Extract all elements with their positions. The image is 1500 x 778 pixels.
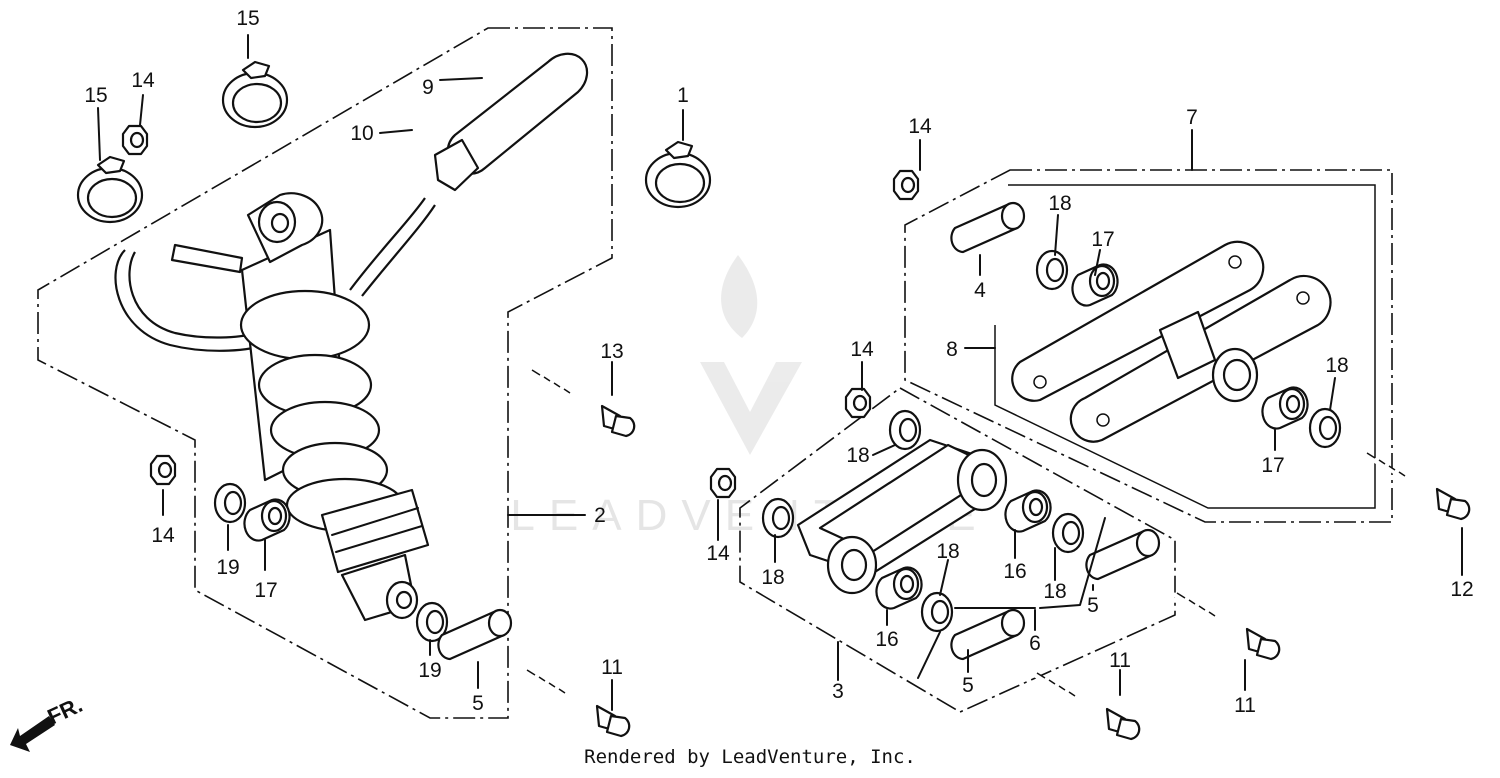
sleeve-link-right <box>1085 528 1161 581</box>
bolt-12 <box>1365 453 1469 519</box>
callout-11-center: 11 <box>1109 649 1131 672</box>
callout-11-right: 11 <box>1234 694 1256 717</box>
callout-14-arm: 14 <box>908 115 932 138</box>
nut-top-left <box>121 124 149 156</box>
callout-14-left: 14 <box>151 524 175 547</box>
shock-group-outline <box>37 27 613 719</box>
link-assembly-outline <box>739 387 1176 713</box>
callout-18-link-top: 18 <box>846 444 869 467</box>
hose-clamp-left <box>76 155 144 224</box>
washer-arm-left <box>1035 249 1069 291</box>
callout-16-right: 16 <box>1003 560 1026 583</box>
callout-17-shock: 17 <box>254 579 277 602</box>
rear-shock-absorber <box>114 52 589 622</box>
washer-link-top <box>888 409 922 451</box>
callout-11-left: 11 <box>601 656 623 679</box>
callout-15-top: 15 <box>236 7 259 30</box>
callout-2: 2 <box>594 504 606 527</box>
callout-13: 13 <box>600 340 623 363</box>
callout-19-lower: 19 <box>418 659 441 682</box>
front-direction-indicator: FR. <box>10 692 86 752</box>
callout-17-arm-upper: 17 <box>1091 228 1114 251</box>
callout-5-link-right: 5 <box>1087 594 1099 617</box>
sleeve-arm <box>950 201 1026 254</box>
nut-arm <box>892 169 920 201</box>
callout-19-upper: 19 <box>216 556 239 579</box>
callout-3: 3 <box>832 680 844 703</box>
washer-link-lower <box>920 591 954 633</box>
callout-18-link-left: 18 <box>761 566 784 589</box>
bushing-link-right <box>1004 489 1052 533</box>
shock-link <box>796 438 1008 595</box>
bushing-shock <box>243 498 291 542</box>
nut-front <box>709 467 737 499</box>
bushing-arm-right <box>1261 386 1309 430</box>
leader-lines <box>97 34 1463 711</box>
callout-15-left: 15 <box>84 84 107 107</box>
callout-9: 9 <box>422 76 434 99</box>
callout-14-link: 14 <box>850 338 874 361</box>
bolt-11-center <box>1035 673 1139 739</box>
callout-1: 1 <box>677 84 689 107</box>
washer-link-left <box>761 497 795 539</box>
washer-shock-upper <box>213 482 247 524</box>
callout-14-front: 14 <box>706 542 730 565</box>
sleeve-shock <box>437 608 513 661</box>
sleeve-link-lower <box>950 608 1026 661</box>
arm-assembly-outline <box>904 169 1393 523</box>
callout-7: 7 <box>1186 106 1198 129</box>
bolt-11-left <box>525 670 629 736</box>
callout-10: 10 <box>350 122 373 145</box>
callout-6: 6 <box>1029 632 1041 655</box>
bushing-link-lower <box>875 566 923 610</box>
callout-5-link-lower: 5 <box>962 674 974 697</box>
washer-arm-right <box>1308 407 1342 449</box>
callout-18-link-center: 18 <box>936 540 959 563</box>
callout-17-arm-lower: 17 <box>1261 454 1284 477</box>
footer-credit: Rendered by LeadVenture, Inc. <box>584 746 916 768</box>
callout-18-link-right: 18 <box>1043 580 1066 603</box>
front-arrow-icon <box>10 716 55 752</box>
inner-arm-outline <box>994 184 1376 509</box>
callout-4: 4 <box>974 279 986 302</box>
washer-link-right <box>1051 512 1085 554</box>
shock-arm <box>1011 240 1332 443</box>
bolt-13 <box>530 370 634 436</box>
callout-14-top: 14 <box>131 69 155 92</box>
callout-16-lower: 16 <box>875 628 898 651</box>
callout-8: 8 <box>946 338 958 361</box>
callout-12: 12 <box>1450 578 1473 601</box>
callout-labels: 15 14 15 9 10 1 14 19 17 2 13 19 5 11 14… <box>84 7 1473 717</box>
hose-clamp-top <box>221 60 289 129</box>
bolt-11-right <box>1175 593 1279 659</box>
callout-18-arm-upper: 18 <box>1048 192 1071 215</box>
callout-18-arm-right: 18 <box>1325 354 1348 377</box>
nut-link <box>844 387 872 419</box>
callout-5-shock: 5 <box>472 692 484 715</box>
hose-clamp-right <box>644 140 712 209</box>
nut-left <box>149 454 177 486</box>
